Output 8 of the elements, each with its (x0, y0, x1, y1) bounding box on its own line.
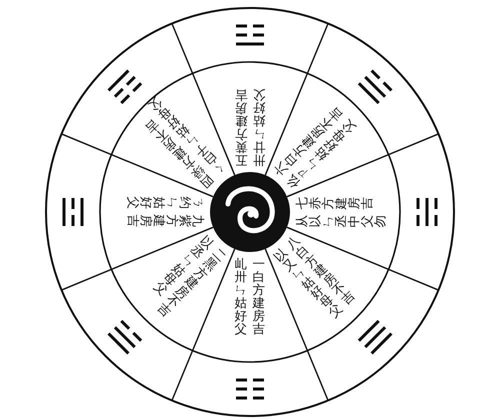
vertical-text: 从以ㄣ丞中父勿 (295, 214, 386, 228)
vertical-text: ㄋ约ㄣ姑好父 (127, 196, 205, 210)
vertical-text: 七赤方建房吉 (295, 196, 373, 210)
vertical-text: 卅廿ㄣ姑好父 (252, 89, 266, 167)
vertical-text: 一白方建房吉 (252, 257, 266, 335)
vertical-text: 乢卅ㄣ姑好父 (234, 257, 248, 335)
vertical-text: 九紫方建房吉 (127, 214, 205, 228)
vertical-text: 五黄方建房吉 (234, 89, 248, 167)
